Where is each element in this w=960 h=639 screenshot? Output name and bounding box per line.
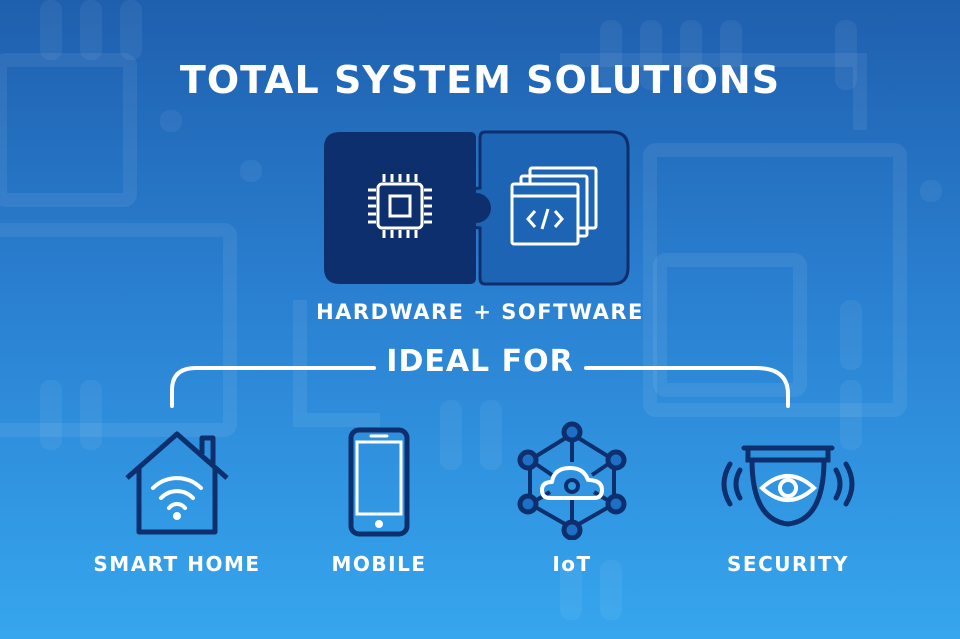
ideal-for-label: IDEAL FOR bbox=[386, 344, 574, 379]
category-label: SMART HOME bbox=[93, 552, 261, 576]
hardware-software-caption: HARDWARE + SOFTWARE bbox=[316, 300, 644, 324]
security-camera-icon bbox=[721, 445, 855, 527]
microchip-icon bbox=[368, 174, 432, 238]
ideal-for-bracket bbox=[170, 366, 790, 408]
category-label: IoT bbox=[552, 552, 592, 576]
category-mobile: MOBILE bbox=[279, 420, 479, 576]
category-security: SECURITY bbox=[688, 420, 888, 576]
mobile-phone-icon bbox=[348, 427, 410, 537]
iot-network-icon bbox=[517, 421, 627, 540]
hardware-puzzle-piece bbox=[324, 132, 491, 284]
code-window-icon bbox=[510, 166, 598, 246]
page-title: TOTAL SYSTEM SOLUTIONS bbox=[179, 58, 781, 102]
smart-home-icon bbox=[125, 431, 229, 535]
category-label: MOBILE bbox=[331, 552, 427, 576]
category-iot: IoT bbox=[472, 420, 672, 576]
hardware-software-puzzle bbox=[324, 130, 630, 286]
category-smart-home: SMART HOME bbox=[77, 420, 277, 576]
category-label: SECURITY bbox=[727, 552, 849, 576]
